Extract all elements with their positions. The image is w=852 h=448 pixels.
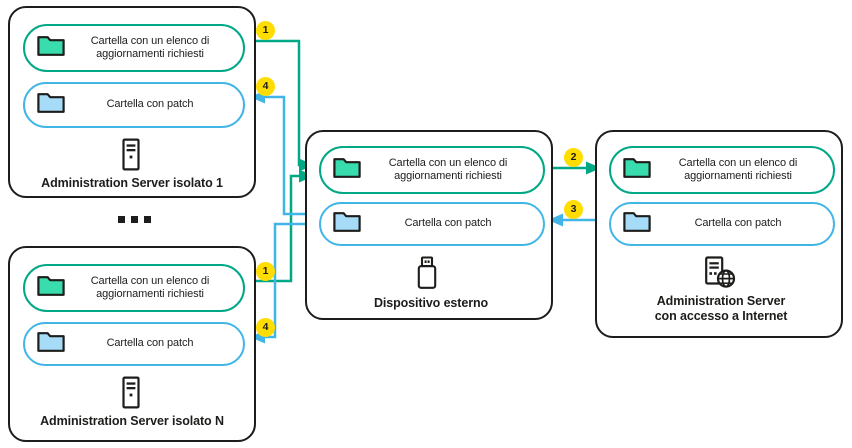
pill-iso1-patch[interactable]: Cartella con patch — [23, 82, 245, 128]
host-isolated-server-n-caption: Administration Server isolato N — [40, 414, 224, 428]
badge-step-4-bottom-value: 4 — [262, 321, 269, 334]
folder-green-icon — [333, 156, 361, 184]
host-external-device-caption: Dispositivo esterno — [373, 296, 489, 310]
folder-blue-icon — [37, 330, 65, 358]
badge-step-4-bottom: 4 — [256, 318, 275, 337]
pill-ison-patch[interactable]: Cartella con patch — [23, 322, 245, 366]
pill-ext-updates[interactable]: Cartella con un elenco di aggiornamenti … — [319, 146, 545, 194]
folder-green-icon — [37, 34, 65, 62]
pill-inet-patch-label: Cartella con patch — [694, 217, 782, 230]
badge-step-1-bottom-value: 1 — [262, 265, 269, 278]
folder-green-icon — [37, 274, 65, 302]
folder-blue-icon — [333, 210, 361, 238]
ellipsis-indicator — [118, 216, 151, 223]
folder-green-icon — [623, 156, 651, 184]
badge-step-2-value: 2 — [570, 151, 577, 164]
pill-ison-patch-label: Cartella con patch — [106, 337, 194, 350]
pill-ison-updates[interactable]: Cartella con un elenco di aggiornamenti … — [23, 264, 245, 312]
pill-inet-patch[interactable]: Cartella con patch — [609, 202, 835, 246]
badge-step-4-top: 4 — [256, 77, 275, 96]
folder-blue-icon — [37, 91, 65, 119]
host-isolated-server-1-caption: Administration Server isolato 1 — [41, 176, 223, 190]
pill-iso1-updates-label: Cartella con un elenco di aggiornamenti … — [90, 34, 210, 61]
host-internet-server: Cartella con un elenco di aggiornamenti … — [595, 130, 843, 338]
pill-ext-patch[interactable]: Cartella con patch — [319, 202, 545, 246]
pill-inet-updates[interactable]: Cartella con un elenco di aggiornamenti … — [609, 146, 835, 194]
badge-step-3-value: 3 — [570, 203, 577, 216]
pill-iso1-updates[interactable]: Cartella con un elenco di aggiornamenti … — [23, 24, 245, 72]
wire-step1-bottom — [243, 169, 315, 283]
folder-blue-icon — [623, 210, 651, 238]
pill-iso1-patch-label: Cartella con patch — [106, 98, 194, 111]
badge-step-1-bottom: 1 — [256, 262, 275, 281]
badge-step-2: 2 — [564, 148, 583, 167]
usb-drive-icon — [415, 256, 439, 295]
server-internet-icon — [702, 256, 738, 295]
badge-step-1-top: 1 — [256, 21, 275, 40]
host-external-device: Cartella con un elenco di aggiornamenti … — [305, 130, 553, 320]
host-internet-server-caption: Administration Server con accesso a Inte… — [597, 294, 845, 324]
host-internet-server-caption-line1: Administration Server — [656, 294, 786, 308]
pill-ext-patch-label: Cartella con patch — [404, 217, 492, 230]
pill-ison-updates-label: Cartella con un elenco di aggiornamenti … — [90, 274, 210, 301]
badge-step-4-top-value: 4 — [262, 80, 269, 93]
host-internet-server-caption-line2: con accesso a Internet — [654, 309, 788, 323]
wire-step4-top — [249, 90, 313, 216]
pill-inet-updates-label: Cartella con un elenco di aggiornamenti … — [678, 156, 798, 183]
badge-step-1-top-value: 1 — [262, 24, 269, 37]
server-icon — [118, 138, 144, 176]
host-isolated-server-n: Cartella con un elenco di aggiornamenti … — [8, 246, 256, 442]
badge-step-3: 3 — [564, 200, 583, 219]
server-icon — [118, 376, 144, 414]
pill-ext-updates-label: Cartella con un elenco di aggiornamenti … — [388, 156, 508, 183]
host-isolated-server-1: Cartella con un elenco di aggiornamenti … — [8, 6, 256, 198]
wire-step4-bottom — [249, 222, 313, 344]
